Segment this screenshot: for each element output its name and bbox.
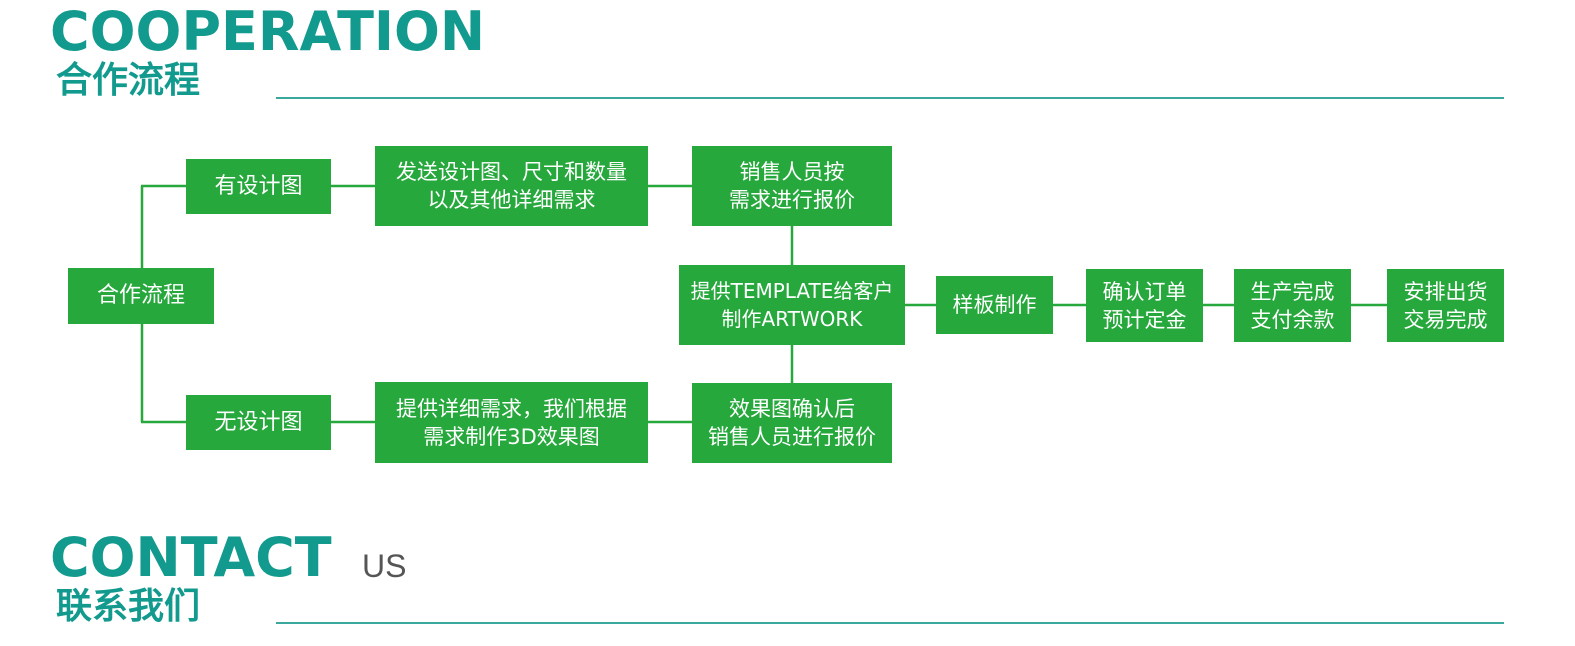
without-design-box: 无设计图 xyxy=(186,395,331,450)
provide-requirements-box: 提供详细需求，我们根据 需求制作3D效果图 xyxy=(375,382,648,463)
cooperation-subtitle: 合作流程 xyxy=(56,60,201,101)
shipping-box: 安排出货 交易完成 xyxy=(1387,269,1504,342)
send-requirements-box: 发送设计图、尺寸和数量 以及其他详细需求 xyxy=(375,146,648,226)
contact-divider xyxy=(276,622,1504,624)
contact-title-suffix: US xyxy=(362,548,407,584)
contact-subtitle: 联系我们 xyxy=(56,586,201,627)
contact-title: CONTACT xyxy=(50,526,332,589)
cooperation-divider xyxy=(276,97,1504,99)
sample-making-box: 样板制作 xyxy=(936,276,1053,334)
render-confirm-quote-box: 效果图确认后 销售人员进行报价 xyxy=(692,383,892,463)
production-done-box: 生产完成 支付余款 xyxy=(1234,269,1351,342)
with-design-box: 有设计图 xyxy=(186,159,331,214)
confirm-order-box: 确认订单 预计定金 xyxy=(1086,269,1203,342)
cooperation-title: COOPERATION xyxy=(50,0,486,63)
sales-quote-box: 销售人员按 需求进行报价 xyxy=(692,146,892,226)
flow-root-box: 合作流程 xyxy=(68,268,214,324)
template-artwork-box: 提供TEMPLATE给客户 制作ARTWORK xyxy=(679,265,905,345)
